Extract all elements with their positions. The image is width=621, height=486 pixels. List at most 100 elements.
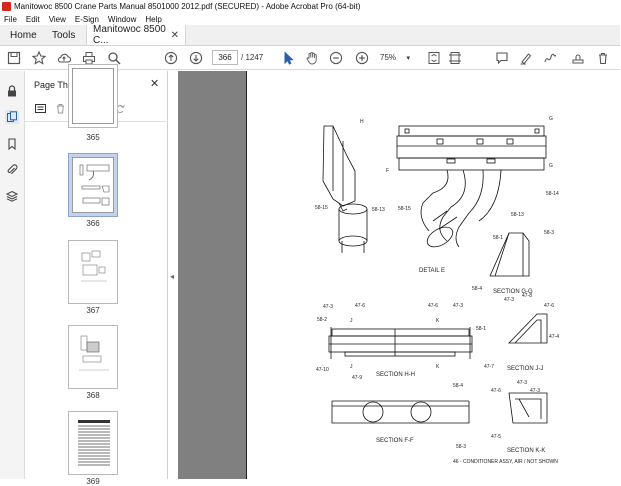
scroll-mode-icon[interactable] — [447, 50, 463, 66]
page-thumbnail[interactable] — [68, 64, 118, 128]
left-rail — [0, 71, 25, 479]
label: 47-3 — [530, 388, 540, 394]
select-cursor-icon[interactable] — [280, 50, 296, 66]
thumbnail-drawing — [79, 335, 109, 371]
detail-e-front-view — [396, 125, 547, 248]
layers-icon[interactable] — [5, 189, 19, 203]
thumbnail-drawing — [79, 164, 110, 206]
collapse-panel-icon[interactable]: ◂ — [170, 272, 175, 281]
label: 58-2 — [317, 317, 327, 323]
label: 47-6 — [491, 388, 501, 394]
zoom-value: 75% — [380, 53, 397, 62]
thumbnail-label: 365 — [86, 133, 100, 142]
label: J — [350, 318, 353, 324]
caption-detail-e: DETAIL E — [419, 268, 445, 274]
label: 58-15 — [398, 206, 411, 212]
label: K — [436, 364, 440, 370]
page-thumbnail[interactable] — [68, 411, 118, 475]
chevron-down-icon: ▾ — [406, 54, 410, 62]
menu-help[interactable]: Help — [145, 14, 162, 24]
thumbnail-page — [72, 68, 114, 124]
label: 47-10 — [316, 367, 329, 373]
menu-bar: File Edit View E-Sign Window Help — [0, 13, 620, 25]
acrobat-logo-icon — [2, 2, 11, 11]
zoom-in-icon[interactable] — [354, 50, 370, 66]
section-f-f — [331, 400, 470, 424]
tab-home[interactable]: Home — [10, 29, 37, 41]
fit-page-icon[interactable] — [426, 50, 442, 66]
label: J — [350, 364, 353, 370]
technical-drawing: H G G F 58-15 58-13 58-15 58-13 58-14 DE… — [315, 116, 559, 465]
thumbnail-label: 366 — [86, 219, 100, 228]
window-title: Manitowoc 8500 Crane Parts Manual 850100… — [14, 2, 361, 11]
label: 58-13 — [372, 207, 385, 213]
cloud-upload-icon[interactable] — [56, 50, 72, 66]
page-number-input[interactable]: 366 — [212, 50, 238, 65]
tab-document[interactable]: Manitowoc 8500 C... ✕ — [86, 24, 186, 46]
thumbnail-page — [72, 415, 114, 471]
attachment-icon[interactable] — [5, 163, 19, 177]
draw-icon[interactable] — [542, 50, 558, 66]
menu-esign[interactable]: E-Sign — [74, 14, 99, 24]
lock-icon[interactable] — [5, 84, 19, 98]
label: 58-4 — [472, 286, 482, 292]
options-menu-icon[interactable] — [33, 101, 47, 115]
toolbar: 366 / 1247 75% ▾ — [0, 46, 620, 70]
label: K — [436, 318, 440, 324]
arrow-down-circle-icon[interactable] — [188, 50, 204, 66]
menu-window[interactable]: Window — [107, 14, 137, 24]
label: 58-1 — [493, 235, 503, 241]
label: 58-3 — [544, 230, 554, 236]
stamp-icon[interactable] — [570, 50, 586, 66]
page-thumbnail-selected[interactable] — [68, 153, 118, 217]
zoom-out-icon[interactable] — [328, 50, 344, 66]
detail-e-side-view — [322, 125, 368, 253]
label: 58-14 — [546, 191, 559, 197]
tab-document-label: Manitowoc 8500 C... — [93, 24, 166, 46]
caption-section-h-h: SECTION H-H — [376, 372, 415, 378]
label: 47-6 — [544, 303, 554, 309]
thumbnail-page — [72, 329, 114, 385]
thumbnail-list: 365 366 — [25, 64, 157, 486]
drawing-labels: H G G F 58-15 58-13 58-15 58-13 58-14 DE… — [315, 116, 559, 465]
label: H — [360, 119, 364, 125]
label: 47-3 — [453, 303, 463, 309]
menu-view[interactable]: View — [48, 14, 66, 24]
close-icon[interactable]: ✕ — [170, 29, 179, 41]
trash-icon[interactable] — [595, 50, 611, 66]
page-total: / 1247 — [241, 53, 264, 62]
arrow-up-circle-icon[interactable] — [163, 50, 179, 66]
label: 47-7 — [484, 364, 494, 370]
page-thumbnails-icon[interactable] — [5, 110, 19, 124]
label: 47-3 — [504, 297, 514, 303]
label: 47-6 — [355, 303, 365, 309]
caption-section-f-f: SECTION F-F — [376, 438, 414, 444]
label: 58-1 — [476, 326, 486, 332]
label: 47-3 — [323, 304, 333, 310]
save-icon[interactable] — [6, 50, 22, 66]
section-g-g — [489, 232, 530, 277]
tab-tools[interactable]: Tools — [52, 29, 76, 41]
highlight-pen-icon[interactable] — [518, 50, 534, 66]
zoom-select[interactable]: 75% ▾ — [378, 50, 412, 65]
bookmark-icon[interactable] — [5, 137, 19, 151]
page-thumbnail[interactable] — [68, 325, 118, 389]
search-icon[interactable] — [106, 50, 122, 66]
hand-tool-icon[interactable] — [304, 50, 320, 66]
title-bar: Manitowoc 8500 Crane Parts Manual 850100… — [0, 0, 620, 13]
caption-section-g-g: SECTION G-G — [493, 289, 533, 295]
comment-icon[interactable] — [494, 50, 510, 66]
label: G — [549, 163, 553, 169]
label: 47-5 — [491, 434, 501, 440]
pdf-page: H G G F 58-15 58-13 58-15 58-13 58-14 DE… — [246, 71, 620, 479]
label: F — [386, 168, 389, 174]
close-icon[interactable]: ✕ — [150, 78, 160, 90]
label: 58-13 — [511, 212, 524, 218]
thumbnail-drawing — [81, 250, 107, 282]
menu-edit[interactable]: Edit — [25, 14, 40, 24]
section-k-k — [508, 392, 548, 424]
bookmark-star-icon[interactable] — [31, 50, 47, 66]
menu-file[interactable]: File — [4, 14, 17, 24]
page-thumbnail[interactable] — [68, 240, 118, 304]
delete-page-icon[interactable] — [53, 101, 67, 115]
